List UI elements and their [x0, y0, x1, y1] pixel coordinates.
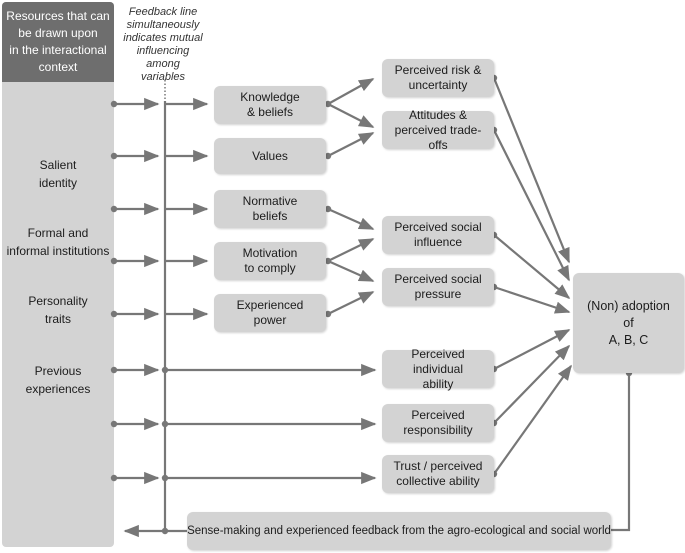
- resources-panel: [2, 2, 114, 547]
- link-arrow: [327, 291, 375, 315]
- resource-institutions: Formal and informal institutions: [6, 226, 110, 258]
- link-arrow: [327, 259, 375, 283]
- link-arrow: [327, 103, 375, 128]
- experienced-power-box: Experienced power: [214, 294, 326, 332]
- adoption-arrow: [493, 364, 572, 475]
- adoption-arrow: [493, 129, 570, 282]
- link-arrow: [327, 207, 375, 231]
- perceived-individual-ability-box: Perceived individual ability: [382, 347, 494, 391]
- perceived-responsibility-box: Perceived responsibility: [382, 404, 494, 442]
- motivation-to-comply-box: Motivation to comply: [214, 242, 326, 280]
- feedback-return-line: [611, 373, 631, 532]
- perceived-risk-box: Perceived risk & uncertainty: [382, 59, 494, 97]
- resource-previous-experiences: Previous experiences: [25, 364, 91, 396]
- link-arrow: [327, 132, 375, 157]
- resources-header: Resources that can be drawn upon in the …: [2, 2, 114, 82]
- feedback-bar: Sense-making and experienced feedback fr…: [187, 512, 611, 550]
- knowledge-beliefs-box: Knowledge & beliefs: [214, 86, 326, 124]
- trust-collective-ability-box: Trust / perceived collective ability: [382, 455, 494, 493]
- adoption-arrow: [492, 77, 571, 264]
- values-box: Values: [214, 138, 326, 174]
- perceived-social-influence-box: Perceived social influence: [382, 216, 494, 254]
- normative-beliefs-box: Normative beliefs: [214, 190, 326, 228]
- perceived-social-pressure-box: Perceived social pressure: [382, 268, 494, 306]
- attitudes-tradeoffs-box: Attitudes & perceived trade-offs: [382, 108, 494, 152]
- adoption-arrow: [493, 234, 571, 299]
- link-arrow: [327, 78, 375, 105]
- feedback-note: Feedback line simultaneously indicates m…: [123, 6, 203, 83]
- link-arrow: [327, 238, 375, 262]
- adoption-arrow: [493, 344, 571, 424]
- resource-personality-traits: Personality traits: [28, 294, 88, 326]
- resource-salient-identity: Salient identity: [38, 158, 78, 190]
- adoption-box: (Non) adoption of A, B, C: [573, 273, 684, 373]
- adoption-arrow: [493, 329, 571, 370]
- adoption-arrow: [493, 285, 571, 314]
